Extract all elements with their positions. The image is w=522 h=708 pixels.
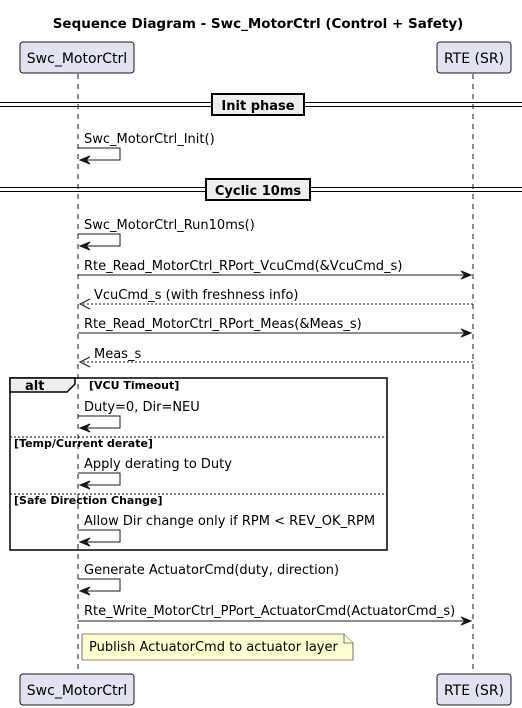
message-label: Meas_s [94,347,141,362]
message-return-vcucmd: VcuCmd_s (with freshness info) [78,288,473,310]
message-label: Rte_Read_MotorCtrl_RPort_Meas(&Meas_s) [84,317,362,332]
participant-box [19,673,135,706]
note-label: Publish ActuatorCmd to actuator layer [89,640,339,655]
message-label: Rte_Write_MotorCtrl_PPort_ActuatorCmd(Ac… [84,604,455,619]
message-label: VcuCmd_s (with freshness info) [94,288,298,303]
alt-guard-temp-current: [Temp/Current derate] [14,437,153,450]
message-label: Rte_Read_MotorCtrl_RPort_VcuCmd(&VcuCmd_… [84,259,402,274]
divider-init-phase: Init phase [0,93,522,116]
message-label: Apply derating to Duty [84,457,232,472]
participant-box [19,41,135,74]
self-arrow-line [78,147,121,161]
arrow-head [78,480,91,490]
participant-label: RTE (SR) [444,683,504,699]
divider-label: Cyclic 10ms [215,184,302,199]
message-label: Swc_MotorCtrl_Run10ms() [84,218,255,233]
self-arrow-line [78,578,121,592]
message-label: Duty=0, Dir=NEU [84,400,200,415]
arrow-head [78,586,91,596]
participant-rte-top[interactable]: RTE (SR) [436,41,512,74]
message-dir-change: Allow Dir change only if RPM < REV_OK_RP… [78,514,375,547]
arrow-head [78,423,91,433]
self-arrow-line [78,415,121,429]
message-vcu-timeout: Duty=0, Dir=NEU [78,400,200,433]
alt-frame-tab [9,377,76,393]
message-label: Generate ActuatorCmd(duty, direction) [84,563,339,578]
alt-guard-vcu-timeout: [VCU Timeout] [89,379,179,392]
message-write-actuatorcmd: Rte_Write_MotorCtrl_PPort_ActuatorCmd(Ac… [78,604,473,626]
open-arrow-head [78,356,91,368]
arrow-head [78,537,91,547]
message-swc-init: Swc_MotorCtrl_Init() [78,132,215,165]
participant-rte-bottom[interactable]: RTE (SR) [436,673,512,706]
note-publish-actuatorcmd: Publish ActuatorCmd to actuator layer [81,633,354,661]
note-box [81,633,354,661]
participant-label: RTE (SR) [444,51,504,67]
message-return-meas: Meas_s [78,347,473,368]
open-arrow-head [78,298,91,310]
divider-cyclic-10ms: Cyclic 10ms [0,178,522,201]
divider-label: Init phase [221,99,294,114]
arrow-head [78,155,91,165]
arrow-head [460,616,473,626]
message-swc-run10ms: Swc_MotorCtrl_Run10ms() [78,218,255,251]
arrow-head [460,270,473,280]
message-generate-actuatorcmd: Generate ActuatorCmd(duty, direction) [78,563,339,596]
participant-label: Swc_MotorCtrl [27,683,127,699]
alt-frame: alt [VCU Timeout] Duty=0, Dir=NEU [Temp/… [9,377,388,551]
divider-box [205,178,311,201]
self-arrow-line [78,529,121,543]
message-label: Swc_MotorCtrl_Init() [84,132,215,147]
alt-frame-border [9,377,388,551]
message-read-meas: Rte_Read_MotorCtrl_RPort_Meas(&Meas_s) [78,317,473,338]
alt-frame-kind: alt [25,379,44,394]
participant-box [436,41,512,74]
participant-swc-bottom[interactable]: Swc_MotorCtrl [19,673,135,706]
message-label: Allow Dir change only if RPM < REV_OK_RP… [84,514,375,529]
participant-box [436,673,512,706]
message-derate: Apply derating to Duty [78,457,232,490]
alt-guard-safe-direction: [Safe Direction Change] [14,494,163,507]
self-arrow-line [78,233,121,247]
note-fold [343,634,353,644]
message-read-vcucmd: Rte_Read_MotorCtrl_RPort_VcuCmd(&VcuCmd_… [78,259,473,280]
participant-label: Swc_MotorCtrl [27,51,127,67]
divider-box [211,93,305,116]
self-arrow-line [78,472,121,486]
arrow-head [460,328,473,338]
participant-swc-top[interactable]: Swc_MotorCtrl [19,41,135,74]
arrow-head [78,241,91,251]
diagram-title: Sequence Diagram - Swc_MotorCtrl (Contro… [53,16,464,32]
